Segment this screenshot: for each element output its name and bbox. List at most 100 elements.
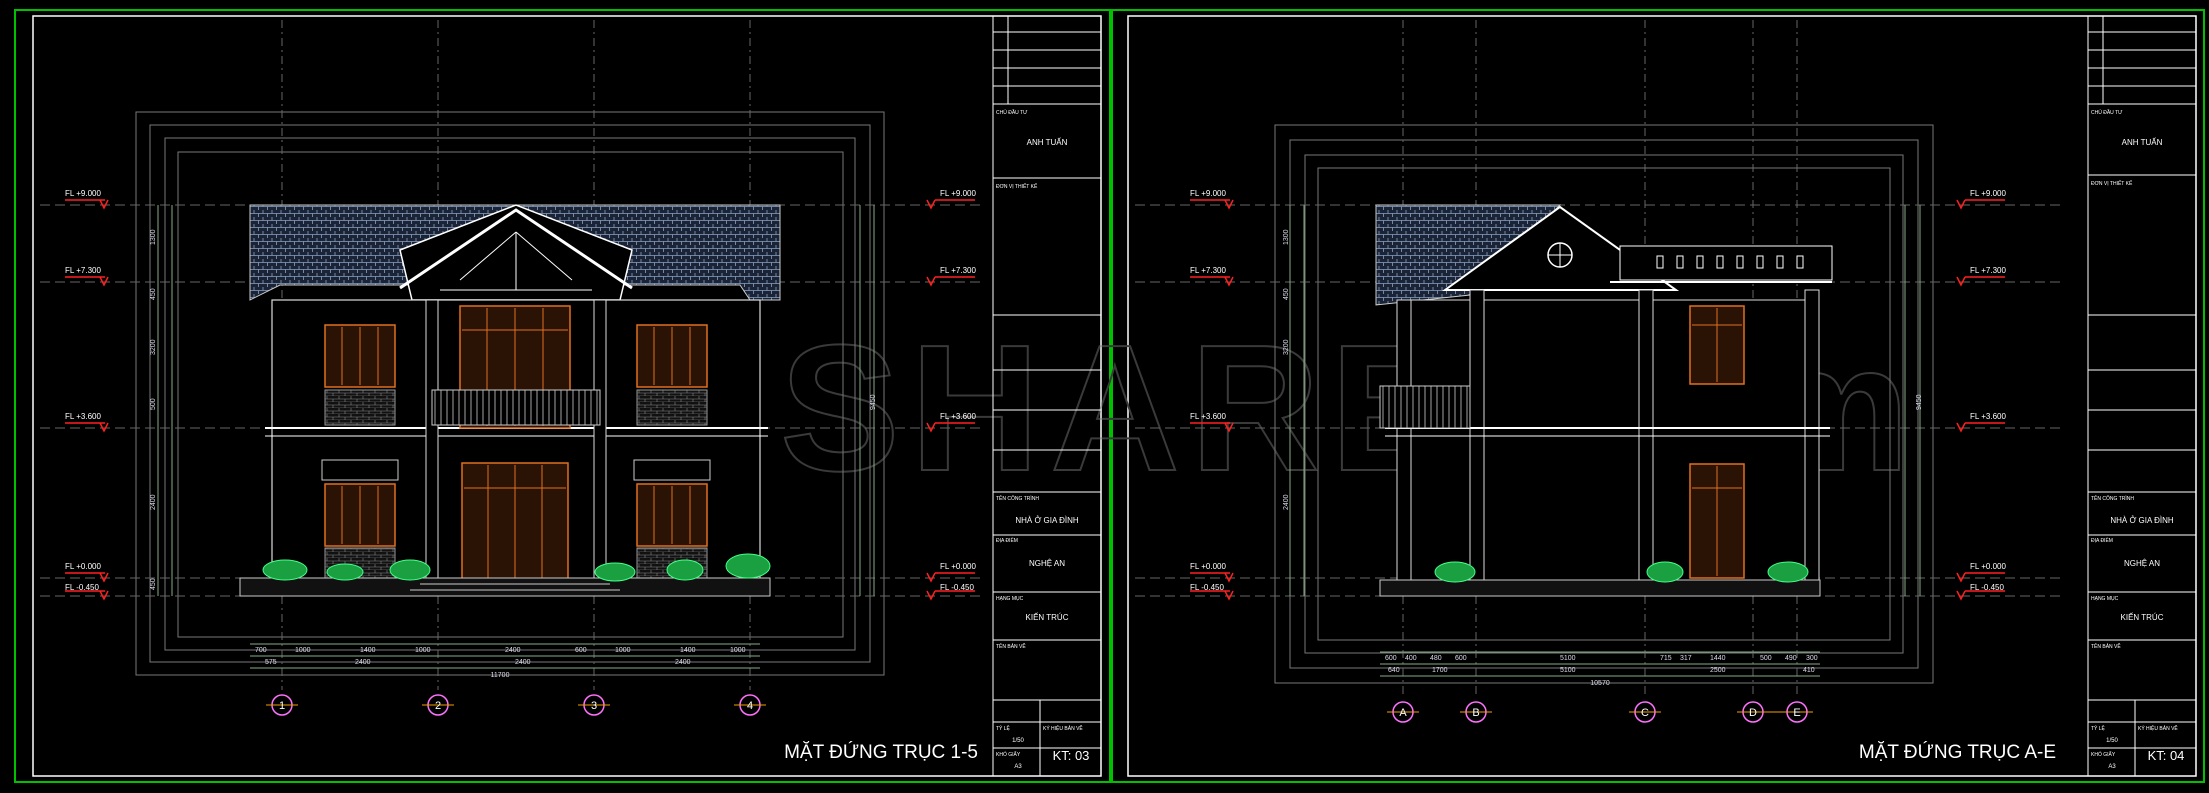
tb-label: KÝ HIỆU BẢN VẼ xyxy=(2138,724,2178,732)
axis-label: 1 xyxy=(279,700,285,712)
level-label: FL +3.600 xyxy=(940,412,977,421)
svg-text:575: 575 xyxy=(265,659,277,666)
tb-label: HẠNG MỤC xyxy=(996,596,1024,602)
svg-text:450: 450 xyxy=(150,288,157,300)
level-label: FL -0.450 xyxy=(1190,583,1224,592)
svg-text:1400: 1400 xyxy=(680,647,696,654)
svg-text:600: 600 xyxy=(1455,655,1467,662)
svg-text:5100: 5100 xyxy=(1560,667,1576,674)
tb-label: ĐỊA ĐIỂM xyxy=(2091,537,2113,544)
svg-text:450: 450 xyxy=(150,578,157,590)
svg-text:1300: 1300 xyxy=(1283,229,1290,245)
level-label: FL +9.000 xyxy=(940,189,977,198)
sheet-number: KT: 03 xyxy=(1053,748,1090,763)
svg-text:5100: 5100 xyxy=(1560,655,1576,662)
level-label: FL +7.300 xyxy=(940,266,977,275)
axis-label: 2 xyxy=(435,700,441,712)
level-label: FL +0.000 xyxy=(1970,562,2007,571)
tb-label: KHỔ GIẤY xyxy=(996,751,1021,758)
svg-text:1000: 1000 xyxy=(730,647,746,654)
axis-label: B xyxy=(1472,707,1479,719)
svg-text:1700: 1700 xyxy=(1432,667,1448,674)
tb-location: NGHỆ AN xyxy=(1029,559,1065,568)
tb-label: TỶ LỆ xyxy=(2091,724,2106,732)
tb-category: KIẾN TRÚC xyxy=(1026,612,1069,622)
svg-text:2400: 2400 xyxy=(515,659,531,666)
tb-label: TÊN CÔNG TRÌNH xyxy=(996,494,1039,502)
tb-label: TỶ LỆ xyxy=(996,724,1011,732)
svg-text:2400: 2400 xyxy=(355,659,371,666)
sheet-number: KT: 04 xyxy=(2148,748,2185,763)
axis-label: 3 xyxy=(591,700,597,712)
drawing-title: MẶT ĐỨNG TRỤC A-E xyxy=(1859,741,2056,763)
tb-label: TÊN BẢN VẼ xyxy=(2091,642,2121,650)
outer-frame-right xyxy=(1111,9,2205,783)
tb-label: ĐƠN VỊ THIẾT KẾ xyxy=(2091,180,2133,187)
title-block-left xyxy=(992,15,1102,777)
svg-text:600: 600 xyxy=(575,647,587,654)
tb-project: NHÀ Ở GIA ĐÌNH xyxy=(2110,516,2174,525)
tb-label: CHỦ ĐẦU TƯ xyxy=(2091,109,2123,116)
svg-text:410: 410 xyxy=(1803,667,1815,674)
svg-text:2400: 2400 xyxy=(505,647,521,654)
svg-text:500: 500 xyxy=(150,398,157,410)
svg-text:2400: 2400 xyxy=(150,494,157,510)
axis-bubbles-right: A B C D E xyxy=(1387,701,1813,723)
level-label: FL +0.000 xyxy=(1190,562,1227,571)
tb-scale: 1/50 xyxy=(2106,738,2118,744)
svg-text:317: 317 xyxy=(1680,655,1692,662)
level-label: FL -0.450 xyxy=(940,583,974,592)
tb-label: HẠNG MỤC xyxy=(2091,596,2119,602)
tb-size: A3 xyxy=(1014,764,1022,770)
drawing-title: MẶT ĐỨNG TRỤC 1-5 xyxy=(784,741,978,763)
tb-label: KHỔ GIẤY xyxy=(2091,751,2116,758)
svg-text:9450: 9450 xyxy=(870,394,877,410)
tb-label: KÝ HIỆU BẢN VẼ xyxy=(1043,724,1083,732)
tb-location: NGHỆ AN xyxy=(2124,559,2160,568)
outer-frame-left xyxy=(14,9,1111,783)
tb-category: KIẾN TRÚC xyxy=(2121,612,2164,622)
axis-label: E xyxy=(1793,707,1800,719)
svg-text:450: 450 xyxy=(1283,288,1290,300)
level-marks-right: FL +9.000 FL +7.300 FL +3.600 FL +0.000 … xyxy=(1190,189,2007,601)
level-label: FL +0.000 xyxy=(65,562,102,571)
svg-text:2400: 2400 xyxy=(675,659,691,666)
svg-text:700: 700 xyxy=(255,647,267,654)
svg-text:2500: 2500 xyxy=(1710,667,1726,674)
tb-scale: 1/50 xyxy=(1012,738,1024,744)
svg-text:640: 640 xyxy=(1388,667,1400,674)
axis-label: A xyxy=(1399,707,1407,719)
level-label: FL +9.000 xyxy=(1190,189,1227,198)
axis-bubbles-left: 1 2 3 4 xyxy=(266,694,766,716)
level-label: FL -0.450 xyxy=(1970,583,2004,592)
level-label: FL +9.000 xyxy=(1970,189,2007,198)
svg-text:9450: 9450 xyxy=(1916,394,1923,410)
level-label: FL +3.600 xyxy=(1970,412,2007,421)
svg-text:1000: 1000 xyxy=(615,647,631,654)
tb-label: CHỦ ĐẦU TƯ xyxy=(996,109,1028,116)
svg-text:3200: 3200 xyxy=(1283,339,1290,355)
svg-text:3200: 3200 xyxy=(150,339,157,355)
axis-label: C xyxy=(1641,707,1649,719)
svg-text:715: 715 xyxy=(1660,655,1672,662)
axis-label: 4 xyxy=(747,700,753,712)
svg-text:600: 600 xyxy=(1385,655,1397,662)
level-label: FL -0.450 xyxy=(65,583,99,592)
svg-text:400: 400 xyxy=(1405,655,1417,662)
level-label: FL +9.000 xyxy=(65,189,102,198)
svg-text:480: 480 xyxy=(1430,655,1442,662)
svg-text:1440: 1440 xyxy=(1710,655,1726,662)
tb-label: TÊN CÔNG TRÌNH xyxy=(2091,494,2134,502)
tb-label: TÊN BẢN VẼ xyxy=(996,642,1026,650)
tb-owner: ANH TUẤN xyxy=(1027,137,1068,147)
svg-text:2400: 2400 xyxy=(1283,494,1290,510)
tb-label: ĐƠN VỊ THIẾT KẾ xyxy=(996,183,1038,190)
svg-text:300: 300 xyxy=(1806,655,1818,662)
axis-label: D xyxy=(1749,707,1757,719)
level-marks-left: FL +9.000 FL +7.300 FL +3.600 FL +0.000 … xyxy=(65,189,977,601)
level-label: FL +0.000 xyxy=(940,562,977,571)
total-dimension: 11700 xyxy=(491,672,510,679)
total-dimension: 10570 xyxy=(1590,680,1610,687)
level-label: FL +3.600 xyxy=(1190,412,1227,421)
level-label: FL +7.300 xyxy=(1190,266,1227,275)
